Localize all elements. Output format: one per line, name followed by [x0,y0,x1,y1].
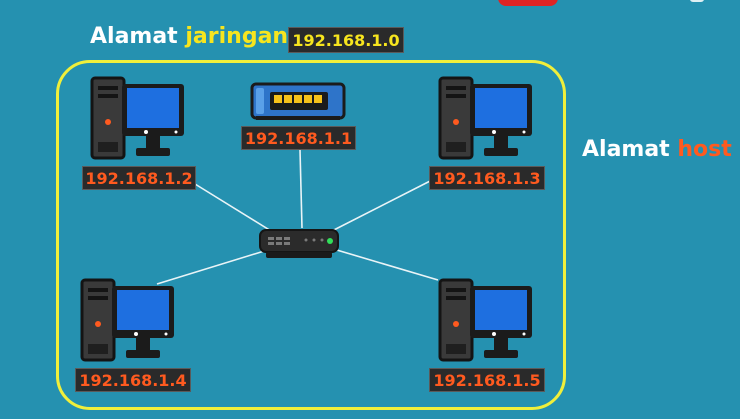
top-white-mark [690,0,704,2]
link-router-switch [299,149,303,229]
network-switch-icon [259,229,339,258]
host-address-title: Alamat host [582,137,732,162]
router-icon [250,82,346,120]
network-boundary-frame [56,60,566,410]
link-pc1-switch [194,183,277,235]
router-ip-label: 192.168.1.1 [241,126,356,150]
desktop-computer-icon [90,76,184,160]
link-pc3-switch [156,247,275,285]
network-address-title: Alamat jaringan [90,24,289,49]
host-ip-label-3: 192.168.1.4 [75,368,191,392]
host-ip-label-2: 192.168.1.3 [429,166,545,190]
top-red-tab [498,0,558,6]
link-pc4-switch [329,247,439,281]
desktop-computer-icon [438,278,532,362]
network-address-label: 192.168.1.0 [288,27,404,53]
desktop-computer-icon [438,76,532,160]
host-ip-label-4: 192.168.1.5 [429,368,545,392]
desktop-computer-icon [80,278,174,362]
link-pc2-switch [325,177,437,235]
host-ip-label-1: 192.168.1.2 [82,166,196,190]
